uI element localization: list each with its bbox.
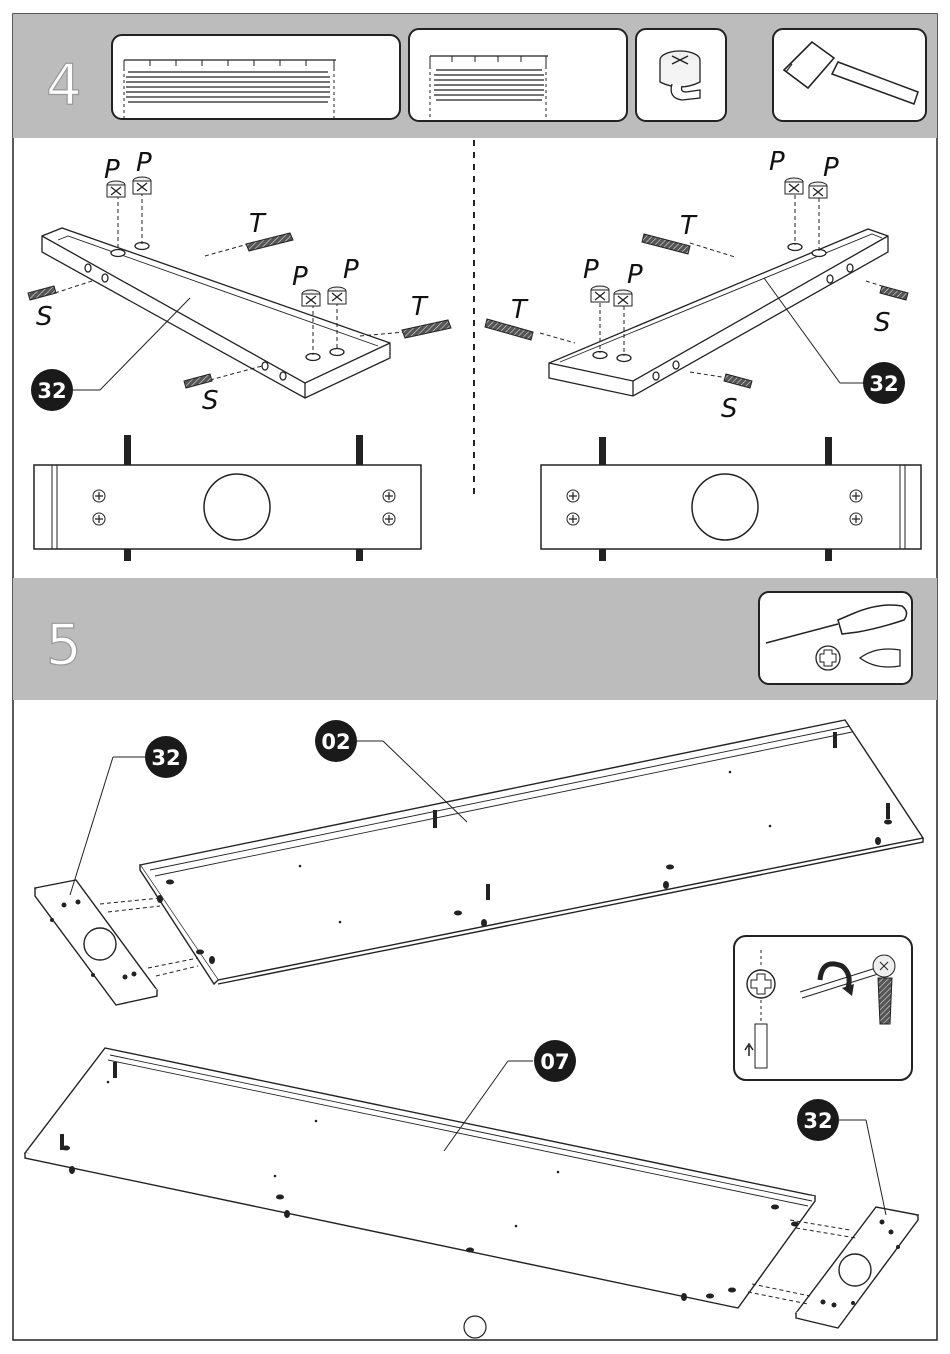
label-p: P xyxy=(136,148,152,178)
svg-text:07: 07 xyxy=(540,1050,569,1074)
dowel-pack-short-icon xyxy=(409,29,627,121)
part-badge-07: 07 xyxy=(534,1040,576,1082)
label-s: S xyxy=(202,386,219,416)
panel-32-left-perspective xyxy=(42,228,390,398)
cam-lock-right-1 xyxy=(591,286,609,302)
label-p: P xyxy=(292,262,308,292)
cam-lock-right-2 xyxy=(614,290,632,306)
cam-turn-detail-icon xyxy=(734,936,912,1080)
svg-text:32: 32 xyxy=(803,1109,832,1133)
label-s: S xyxy=(36,302,53,332)
dowel-s-right-2 xyxy=(724,374,752,388)
panel-32-right-flat xyxy=(541,465,921,549)
label-t: T xyxy=(249,209,267,239)
hammer-icon xyxy=(773,29,926,121)
label-p: P xyxy=(343,255,359,285)
svg-text:32: 32 xyxy=(151,746,180,770)
label-s: S xyxy=(721,394,738,424)
label-t: T xyxy=(411,292,429,322)
part-badge-32: 32 xyxy=(797,1099,839,1141)
cam-lock-left-3 xyxy=(302,290,320,306)
panel-07 xyxy=(25,1048,815,1308)
label-p: P xyxy=(104,155,120,185)
svg-text:32: 32 xyxy=(869,372,898,396)
part-badge-32: 32 xyxy=(145,736,187,778)
step-5-number: 5 xyxy=(46,613,82,678)
label-s: S xyxy=(874,308,891,338)
panel-32-step5-left xyxy=(35,880,157,1005)
part-badge-32: 32 xyxy=(863,362,905,404)
cam-lock-right-4 xyxy=(809,182,827,198)
svg-text:32: 32 xyxy=(37,379,66,403)
part-badge-02: 02 xyxy=(315,720,357,762)
dowel-s-right-1 xyxy=(880,286,908,300)
label-t: T xyxy=(680,211,698,241)
label-p: P xyxy=(583,255,599,285)
label-p: P xyxy=(769,147,785,177)
label-t: T xyxy=(511,295,529,325)
dowel-t-left-2 xyxy=(402,320,451,338)
svg-text:02: 02 xyxy=(321,730,350,754)
dowel-s-left-1 xyxy=(28,286,56,300)
panel-32-left-flat xyxy=(34,465,421,549)
part-badge-32: 32 xyxy=(31,369,73,411)
cam-lock-left-4 xyxy=(328,287,346,304)
label-p: P xyxy=(823,153,839,183)
screwdriver-icon xyxy=(759,592,912,684)
step-4-number: 4 xyxy=(46,53,82,118)
dowel-pack-long-icon xyxy=(112,35,400,119)
label-p: P xyxy=(627,260,643,290)
cam-lock-left-2 xyxy=(133,177,151,194)
panel-32-step5-right xyxy=(796,1207,918,1328)
cam-lock-icon xyxy=(636,29,726,121)
page-number-circle xyxy=(464,1316,486,1338)
cam-lock-right-3 xyxy=(785,178,803,194)
